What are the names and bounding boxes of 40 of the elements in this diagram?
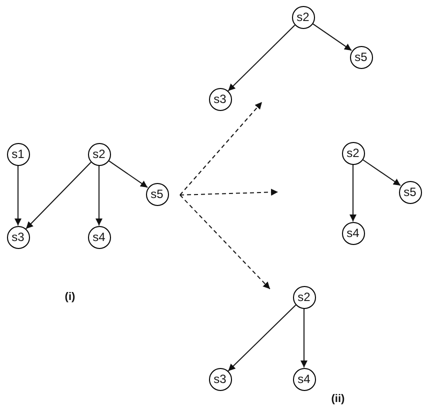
node-label: s5 <box>354 51 368 63</box>
arrow <box>96 165 102 226</box>
arrow <box>108 160 148 188</box>
node-label: s2 <box>92 148 106 160</box>
figure-label: (i) <box>64 291 76 303</box>
node-label: s3 <box>214 373 226 385</box>
node-label: s2 <box>346 147 360 159</box>
node-label: s3 <box>12 231 24 243</box>
arrow <box>312 23 352 51</box>
node-circle <box>350 46 372 68</box>
node-circle <box>6 142 30 166</box>
node-circle <box>88 142 110 166</box>
arrow <box>228 304 296 372</box>
node-circle <box>88 226 110 248</box>
node-circle <box>292 6 314 28</box>
node-label: s5 <box>150 188 164 200</box>
node-circle <box>208 88 232 110</box>
arrow <box>300 308 308 368</box>
node-label: s2 <box>296 11 310 23</box>
node-circle <box>146 182 168 206</box>
node-circle <box>208 368 232 390</box>
node-circle <box>342 222 364 244</box>
node-circle <box>398 180 422 204</box>
figure-label: (ii) <box>331 393 345 405</box>
arrow <box>362 159 401 186</box>
node-label: s1 <box>12 148 24 160</box>
node-label: s4 <box>298 373 310 385</box>
node-circle <box>292 286 316 308</box>
arrow <box>26 162 92 230</box>
node-label: s2 <box>298 291 310 303</box>
node-label: s4 <box>346 227 360 239</box>
node-label: s4 <box>92 231 106 243</box>
arrow <box>228 24 296 92</box>
arrow <box>14 165 22 226</box>
node-label: s3 <box>214 93 226 105</box>
node-circle <box>6 226 30 248</box>
node-circle <box>292 368 316 390</box>
node-label: s5 <box>404 186 416 198</box>
arrow <box>350 164 356 222</box>
node-circle <box>342 142 364 164</box>
